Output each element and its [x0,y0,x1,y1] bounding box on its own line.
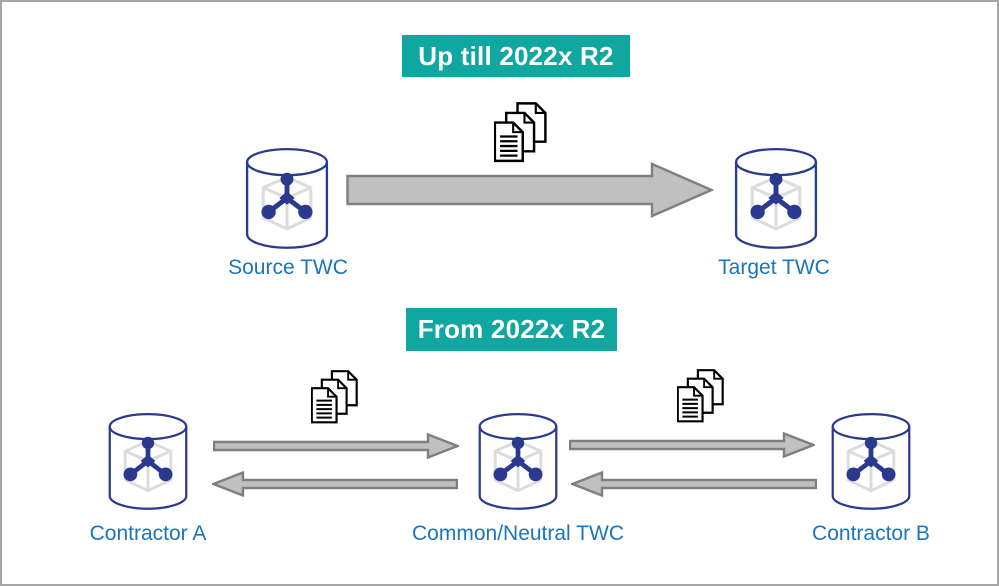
target-twc-label: Target TWC [718,256,830,279]
block-arrow-right-icon [346,162,714,218]
database-icon-contractor-b [828,411,914,511]
block-arrow-left-icon [212,471,458,497]
block-arrow-right-icon [569,432,815,458]
documents-stack-icon [494,101,548,165]
contractor-b-label: Contractor B [812,522,930,545]
block-arrow-left-icon [571,471,817,497]
database-icon-source-twc [242,146,332,250]
database-icon-contractor-a [105,411,191,511]
database-icon-common-neutral-twc [475,411,561,511]
common-neutral-twc-label: Common/Neutral TWC [412,522,624,545]
database-icon-target-twc [731,146,821,250]
documents-stack-icon [677,367,725,426]
block-arrow-right-icon [213,433,459,459]
contractor-a-label: Contractor A [89,522,207,545]
documents-stack-icon [311,368,359,427]
bottom-section-banner: From 2022x R2 [406,308,617,351]
top-section-banner: Up till 2022x R2 [402,35,630,77]
source-twc-label: Source TWC [228,256,348,279]
